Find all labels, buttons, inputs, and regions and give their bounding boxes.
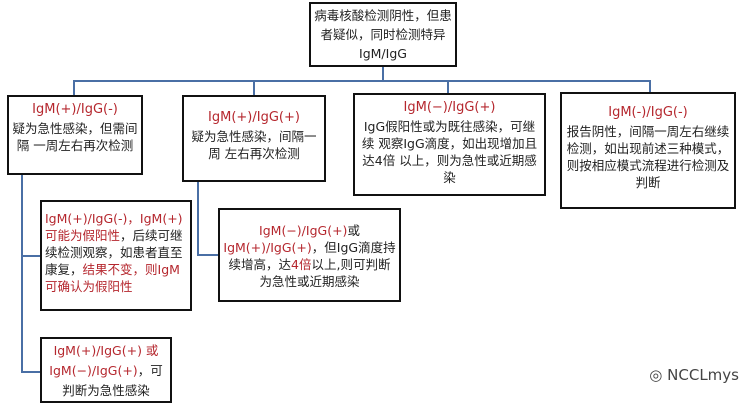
red-text: 4倍 — [291, 257, 312, 272]
red-text: 结果不变， — [82, 262, 146, 277]
watermark-text: NCCLmys — [667, 366, 739, 384]
connector — [253, 80, 255, 95]
branch-text: IgG假阳性或为既往感染，可继续 观察IgG滴度，如出现增加且达4倍 以上，则为… — [361, 119, 538, 185]
branch-text: 报告阴性，间隔一周左右继续检测，如出现前述三种模式，则按相应模式流程进行检测及判… — [566, 124, 730, 190]
text: ，后续可继续检测观察，如患者直至康复， — [45, 228, 183, 277]
connector — [382, 67, 384, 81]
connector — [197, 181, 199, 256]
wechat-icon: ◎ — [649, 366, 668, 384]
connector — [447, 80, 449, 93]
red-text: IgM(−)/IgG(+) — [259, 223, 348, 238]
text: ，但IgG滴度持续增高，达 — [228, 240, 396, 272]
red-text: 则IgM可确认为假阳性 — [45, 262, 180, 294]
connector — [21, 371, 40, 373]
connector — [73, 80, 75, 95]
connector — [649, 80, 651, 92]
branch-igm-pos-igg-pos: IgM(+)/IgG(+) 疑为急性感染，间隔一周 左右再次检测 — [182, 95, 326, 182]
text: 或 — [347, 223, 360, 238]
branch-text: 疑为急性感染，但需间隔 一周左右再次检测 — [12, 121, 138, 153]
red-text: IgM(−)/IgG(+) — [49, 363, 138, 378]
sub-titer-rise: IgM(−)/IgG(+)或 IgM(+)/IgG(+)，但IgG滴度持续增高，达… — [218, 208, 401, 302]
branch-title: IgM(+)/IgG(+) — [208, 110, 300, 125]
red-text: IgM(+)/IgG(+) 或 — [53, 343, 159, 358]
root-text: 病毒核酸检测阴性，但患者疑似，同时检测特异IgM/IgG — [314, 8, 452, 61]
red-text: IgM(+)/IgG(-)，IgM(+)可能为假阳性 — [45, 211, 183, 243]
branch-title: IgM(−)/IgG(+) — [403, 100, 496, 115]
branch-title: IgM(+)/IgG(-) — [32, 102, 118, 117]
branch-title: IgM(-)/IgG(-) — [608, 105, 688, 120]
watermark: ◎ NCCLmys — [649, 366, 739, 384]
text: 以上,则可判断为急性或近期感染 — [259, 257, 391, 289]
text: ，可判断为急性感染 — [62, 363, 163, 398]
connector — [21, 174, 23, 373]
connector — [197, 254, 218, 256]
red-text: IgM(+)/IgG(+) — [223, 240, 312, 255]
sub-false-positive: IgM(+)/IgG(-)，IgM(+)可能为假阳性，后续可继续检测观察，如患者… — [40, 200, 192, 311]
connector — [73, 80, 651, 82]
sub-acute: IgM(+)/IgG(+) 或 IgM(−)/IgG(+)，可判断为急性感染 — [40, 337, 172, 403]
branch-igm-pos-igg-neg: IgM(+)/IgG(-) 疑为急性感染，但需间隔 一周左右再次检测 — [7, 95, 143, 175]
branch-igm-neg-igg-pos: IgM(−)/IgG(+) IgG假阳性或为既往感染，可继续 观察IgG滴度，如… — [353, 93, 546, 196]
root-node: 病毒核酸检测阴性，但患者疑似，同时检测特异IgM/IgG — [309, 2, 457, 67]
branch-igm-neg-igg-neg: IgM(-)/IgG(-) 报告阴性，间隔一周左右继续检测，如出现前述三种模式，… — [560, 92, 736, 209]
connector — [21, 255, 40, 257]
branch-text: 疑为急性感染，间隔一周 左右再次检测 — [191, 129, 317, 161]
